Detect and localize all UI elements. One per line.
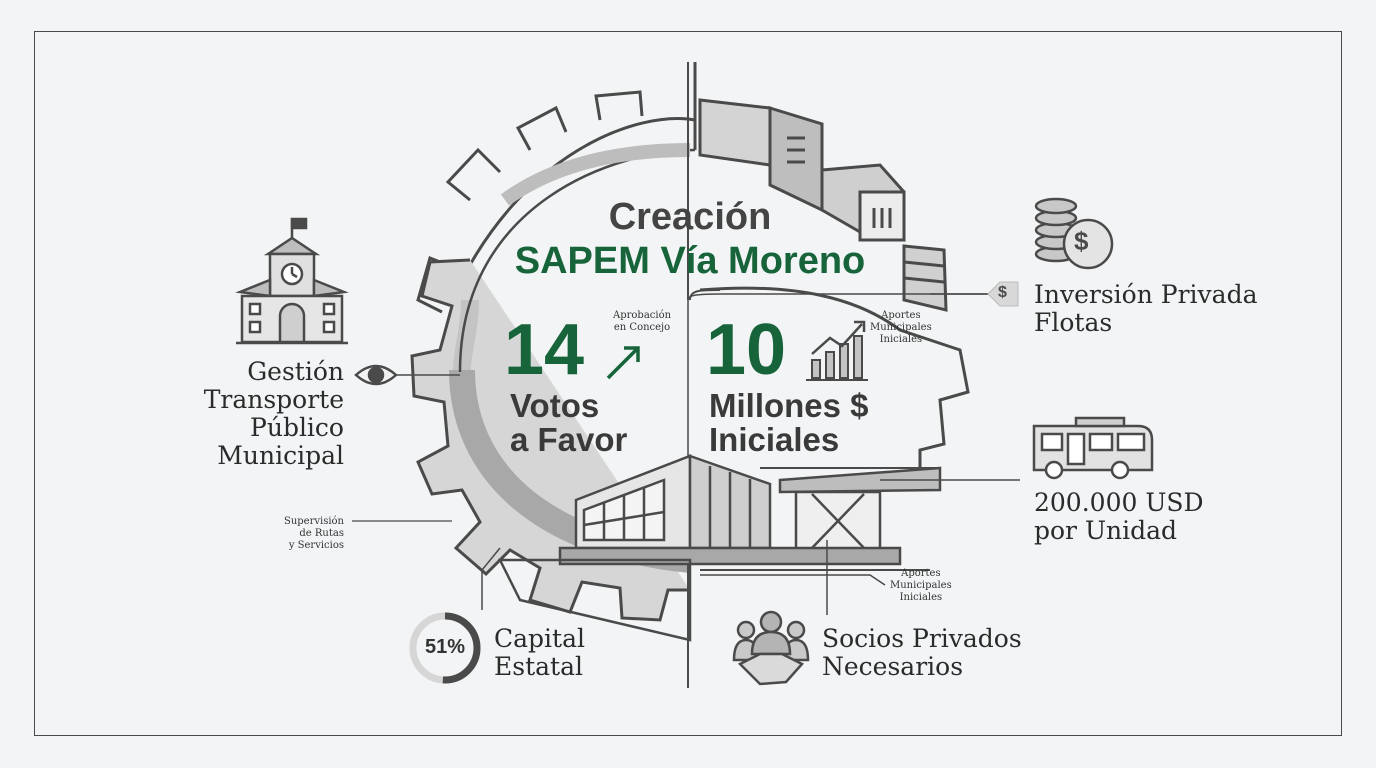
dollar-tag-symbol: $ bbox=[998, 284, 1007, 301]
arrow-up-right-icon bbox=[606, 346, 640, 380]
town-hall-icon bbox=[235, 217, 349, 345]
millions-label: Millones $Iniciales bbox=[709, 387, 869, 458]
millions-number: 10 bbox=[706, 310, 787, 390]
votes-number: 14 bbox=[504, 310, 585, 390]
bar-chart-icon bbox=[806, 320, 868, 381]
donut-gauge-icon bbox=[409, 612, 481, 684]
buildings-bottom bbox=[497, 454, 942, 642]
title-line1: Creación bbox=[608, 196, 772, 238]
title-line2: SAPEM Vía Moreno bbox=[514, 240, 866, 282]
outer-frame bbox=[34, 31, 1342, 736]
gear-outline bbox=[416, 62, 697, 314]
capital-percent: 51% bbox=[424, 636, 466, 658]
dollar-tag-icon bbox=[987, 281, 1019, 307]
handshake-people-icon bbox=[732, 610, 810, 686]
eye-icon bbox=[354, 364, 398, 386]
gear-ring-right bbox=[699, 286, 970, 470]
coins-dollar-icon bbox=[1034, 197, 1114, 270]
buildings-top-right bbox=[698, 98, 948, 312]
management-label: Gestión Transporte Público Municipal bbox=[203, 357, 344, 470]
bus-icon bbox=[1032, 416, 1154, 480]
coin-dollar-symbol: $ bbox=[1074, 226, 1089, 256]
